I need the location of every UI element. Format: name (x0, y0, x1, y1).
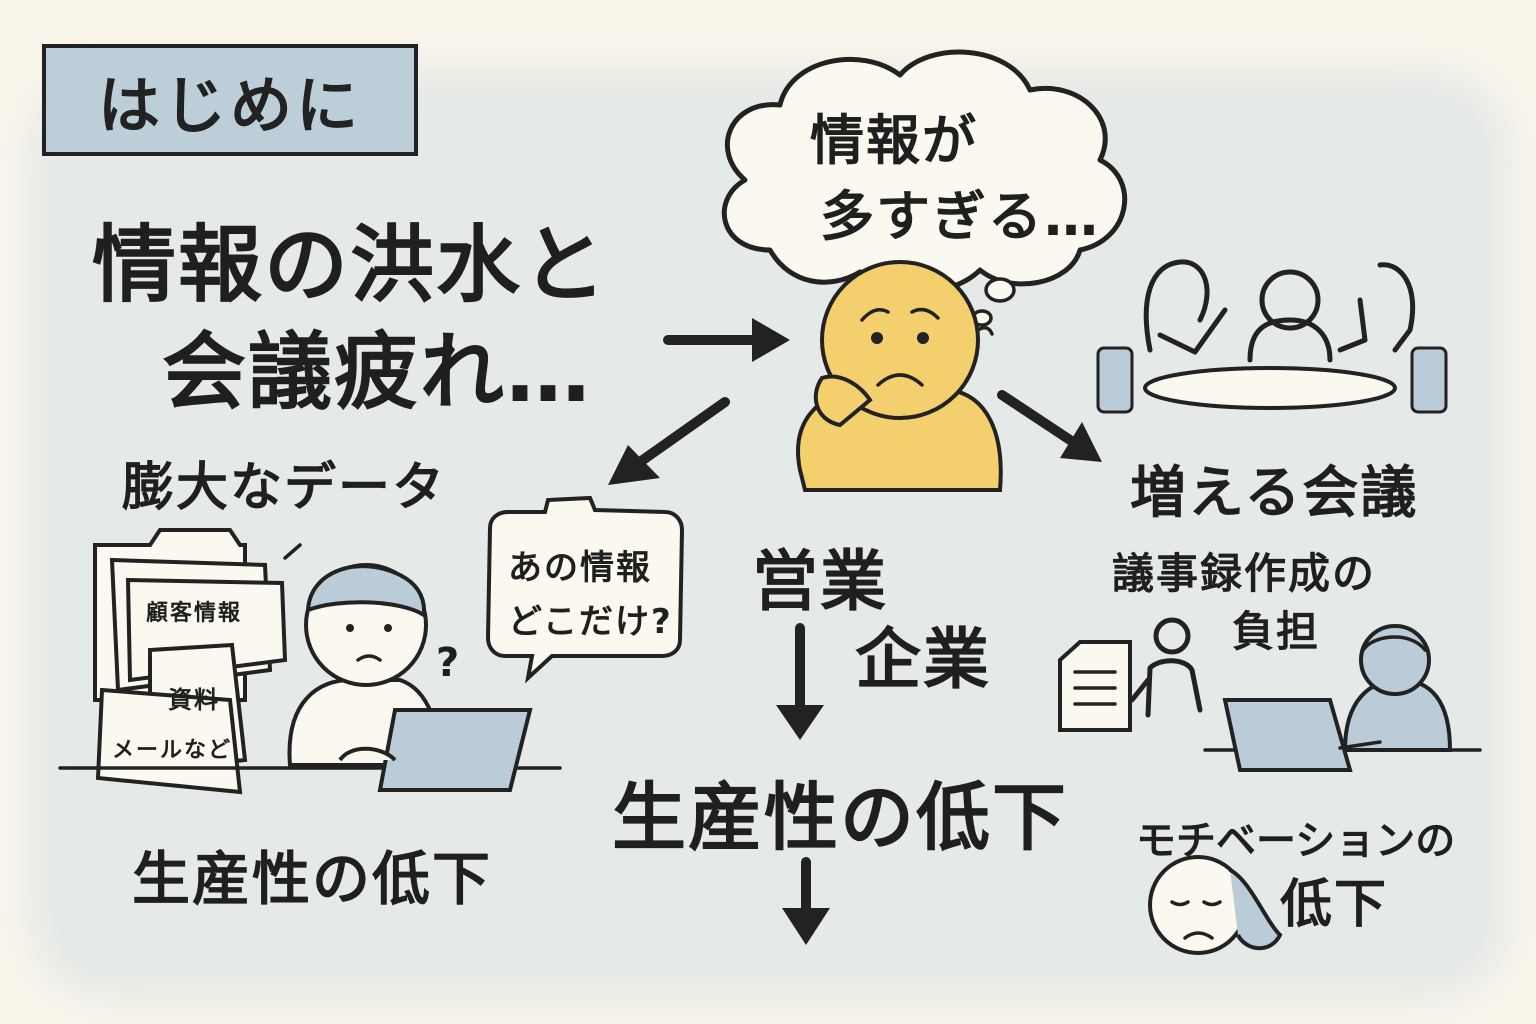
bubble-text-line-2: どこだけ? (508, 602, 673, 642)
thought-text-line-1: 情報が (810, 109, 978, 172)
arrow-headline-to-person (663, 318, 790, 362)
person-at-laptop-right-icon (1203, 624, 1482, 772)
document-person-icon (1058, 617, 1203, 732)
sad-face-icon (1148, 855, 1283, 955)
section-label: はじめに (97, 69, 362, 142)
headline-line-1: 情報の洪水と (92, 216, 609, 314)
speech-bubble-icon (485, 495, 685, 684)
minutes-burden-line-1: 議事録作成の (1112, 549, 1377, 598)
arrow-down-bottom (782, 857, 830, 945)
section-label-box: はじめに (42, 44, 418, 156)
data-heading: 膨大なデータ (122, 458, 447, 518)
arrow-to-meetings (997, 390, 1102, 462)
file-label-materials: 資料 (168, 686, 220, 714)
headline-line-2: 会議疲れ… (162, 323, 593, 421)
arrow-to-data (608, 397, 730, 485)
question-mark: ? (436, 640, 462, 686)
folder-stack-icon (93, 528, 302, 795)
motivation-line-2: 低下 (1280, 875, 1389, 935)
left-productivity-drop: 生産性の低下 (132, 845, 493, 913)
thought-text-line-2: 多すぎる… (820, 185, 1100, 248)
center-productivity-drop: 生産性の低下 (612, 775, 1068, 861)
motivation-line-1: モチベーションの (1136, 818, 1456, 864)
worried-person-icon (796, 260, 1003, 492)
meetings-heading: 増える会議 (1130, 461, 1419, 526)
file-label-emails: メールなど (112, 738, 233, 763)
sales-label: 営業 (752, 543, 888, 620)
meeting-table-icon (1096, 259, 1448, 414)
file-label-customer-info: 顧客情報 (146, 601, 243, 626)
bubble-text-line-1: あの情報 (508, 548, 652, 588)
company-label: 企業 (855, 621, 991, 698)
confused-person-at-laptop-icon (58, 563, 562, 792)
minutes-burden-line-2: 負担 (1232, 607, 1321, 656)
arrow-sales-to-productivity (776, 623, 824, 740)
